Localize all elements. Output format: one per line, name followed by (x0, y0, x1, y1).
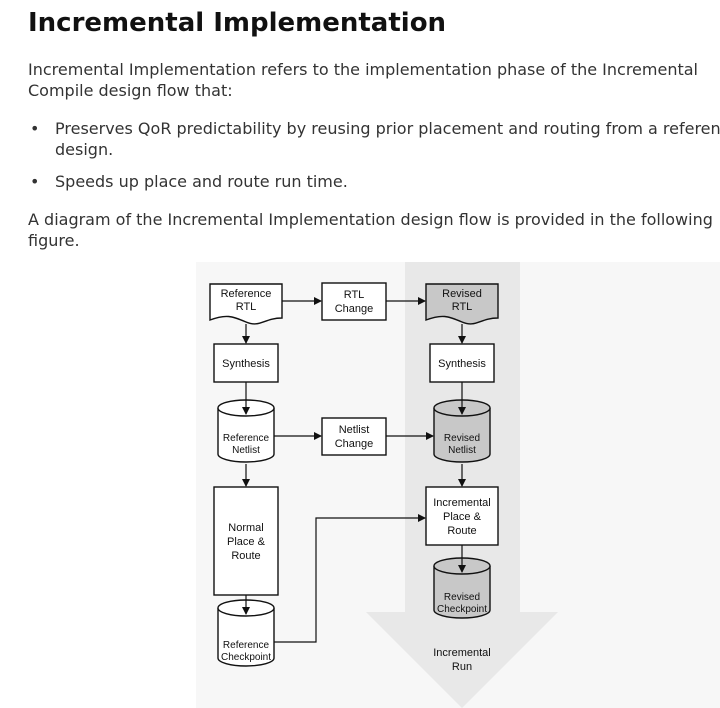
revised-rtl-label: Revised (442, 288, 482, 300)
reference-rtl-label: RTL (236, 301, 257, 313)
page-title: Incremental Implementation (28, 8, 447, 38)
reference-checkpoint-cylinder: Reference Checkpoint (217, 599, 275, 667)
revised-netlist-label: Revised (444, 433, 480, 444)
bullet-line: Preserves QoR predictability by reusing … (55, 119, 720, 138)
incremental-place-route-box: Incremental Place & Route (425, 486, 499, 546)
revised-netlist-cylinder: Revised Netlist (433, 399, 491, 463)
rtl-change-label: RTL (344, 289, 365, 301)
rtl-change-label: Change (335, 303, 374, 315)
incremental-run-label: Run (452, 661, 472, 673)
normal-place-route-box: Normal Place & Route (213, 486, 279, 596)
netlist-change-label: Change (335, 438, 374, 450)
revised-rtl-label: RTL (452, 301, 473, 313)
reference-rtl-document: Reference RTL (209, 283, 283, 325)
netlist-change-label: Netlist (339, 424, 370, 436)
connector-arrows (242, 297, 466, 643)
figure-intro-line-1: A diagram of the Incremental Implementat… (28, 210, 713, 229)
revised-checkpoint-label: Revised (444, 592, 480, 603)
rtl-change-box: RTL Change (321, 282, 387, 321)
intro-line-1: Incremental Implementation refers to the… (28, 60, 698, 79)
bullet-dot: • (30, 119, 40, 138)
incremental-place-route-label: Place & (443, 511, 482, 523)
incremental-run-label: Incremental (433, 647, 490, 659)
normal-place-route-label: Place & (227, 536, 266, 548)
synthesis-right-label: Synthesis (438, 358, 486, 370)
reference-netlist-label: Netlist (232, 445, 260, 456)
bullet-line: Speeds up place and route run time. (55, 172, 348, 191)
revised-checkpoint-label: Checkpoint (437, 604, 487, 615)
netlist-change-box: Netlist Change (321, 417, 387, 456)
revised-rtl-document: Revised RTL (425, 283, 499, 325)
revised-checkpoint-cylinder: Revised Checkpoint (433, 557, 491, 619)
reference-checkpoint-label: Reference (223, 640, 270, 651)
reference-netlist-label: Reference (223, 433, 270, 444)
incremental-place-route-label: Incremental (433, 497, 490, 509)
synthesis-left-label: Synthesis (222, 358, 270, 370)
synthesis-box-left: Synthesis (213, 343, 279, 383)
arrow-ref-checkpoint-to-incremental (274, 514, 426, 643)
revised-netlist-label: Netlist (448, 445, 476, 456)
intro-line-2: Compile design flow that: (28, 81, 233, 100)
bullet-dot: • (30, 172, 40, 191)
incremental-place-route-label: Route (447, 525, 476, 537)
figure-intro-line-2: figure. (28, 231, 80, 250)
reference-rtl-label: Reference (221, 288, 272, 300)
reference-checkpoint-label: Checkpoint (221, 652, 271, 663)
normal-place-route-label: Normal (228, 522, 263, 534)
bullet-line: design. (55, 140, 114, 159)
synthesis-box-right: Synthesis (429, 343, 495, 383)
normal-place-route-label: Route (231, 550, 260, 562)
